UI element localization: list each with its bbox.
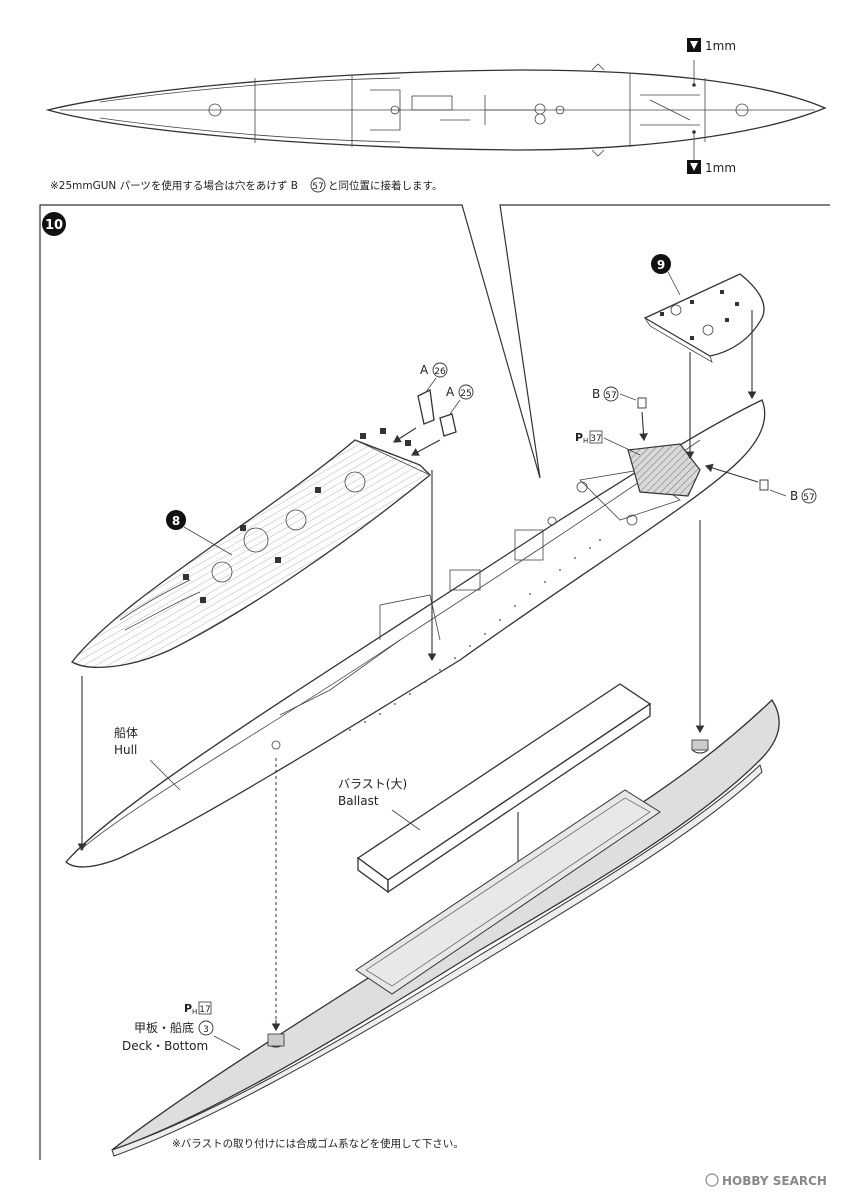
step-number: 10 xyxy=(45,218,63,233)
part-ph17-num: 17 xyxy=(199,1005,210,1015)
deck-bottom-part xyxy=(111,698,780,1157)
ballast-note: ※バラストの取り付けには合成ゴム系などを使用して下さい。 xyxy=(172,1137,464,1150)
part-a26-letter: A xyxy=(420,363,429,377)
part-b57-left: B 57 xyxy=(592,386,648,442)
top-plan-view: 1mm 1mm xyxy=(45,38,827,175)
drill-note: ※25mmGUN パーツを使用する場合は穴をあけず B xyxy=(50,179,298,192)
part-b57-right-letter: B xyxy=(790,489,798,503)
hull-outline xyxy=(65,399,766,868)
deck-label-en: Deck・Bottom xyxy=(122,1039,208,1053)
part-ph37-sub: H xyxy=(583,437,588,445)
part-ph37-letter: P xyxy=(575,431,583,444)
watermark-text: HOBBY SEARCH xyxy=(722,1174,827,1188)
hull-label-en: Hull xyxy=(114,743,137,757)
drill-note-post: と同位置に接着します。 xyxy=(328,179,442,192)
deck-label-num: 3 xyxy=(203,1025,209,1035)
part-ph17-letter: P xyxy=(184,1002,192,1015)
drill-note-pre: ※25mmGUN パーツを使用する場合は穴をあけず B xyxy=(50,179,298,192)
part-ph37: P H 37 xyxy=(575,430,641,456)
hobby-search-watermark: HOBBY SEARCH xyxy=(705,1173,827,1188)
part-a26: A 26 xyxy=(417,362,448,425)
sub-assembly-9: 9 xyxy=(643,254,765,363)
part-a25: A 25 xyxy=(439,384,474,437)
sub-step-8: 8 xyxy=(172,514,180,528)
deck-label-jp: 甲板・船底 xyxy=(134,1020,194,1035)
drill-icon xyxy=(687,38,701,52)
sub-step-9: 9 xyxy=(657,258,665,272)
sub-assembly-8: 8 xyxy=(71,428,431,669)
bow-deck-part xyxy=(643,273,765,357)
part-b57-left-letter: B xyxy=(592,387,600,401)
drill-note-part-num: 57 xyxy=(312,182,323,192)
step-badge-8: 8 xyxy=(166,510,186,530)
step-badge: 10 xyxy=(42,212,66,236)
part-ph17-sub: H xyxy=(192,1008,197,1016)
hull-label-jp: 船体 xyxy=(114,726,138,740)
drill-note-part-ref: 57 xyxy=(310,177,326,193)
drill-icon xyxy=(687,160,701,174)
part-b57-right: B 57 xyxy=(704,463,817,504)
part-b57-left-num: 57 xyxy=(605,391,616,401)
part-a26-num: 26 xyxy=(434,367,446,377)
step-badge-9: 9 xyxy=(651,254,671,274)
rear-deck-part xyxy=(71,439,431,669)
step-frame xyxy=(39,204,830,1160)
part-a25-letter: A xyxy=(446,385,455,399)
ballast-part xyxy=(356,683,652,894)
part-b57-right-num: 57 xyxy=(803,493,814,503)
ballast-label-en: Ballast xyxy=(338,794,379,808)
hull-part xyxy=(65,399,766,868)
part-ph17: P H 17 xyxy=(184,1001,212,1016)
part-ph37-num: 37 xyxy=(590,434,601,444)
ballast-label-jp: バラスト(大) xyxy=(338,777,407,791)
drill-size-top: 1mm xyxy=(705,39,736,53)
drill-size-bottom: 1mm xyxy=(705,161,736,175)
part-a25-num: 25 xyxy=(460,389,471,399)
